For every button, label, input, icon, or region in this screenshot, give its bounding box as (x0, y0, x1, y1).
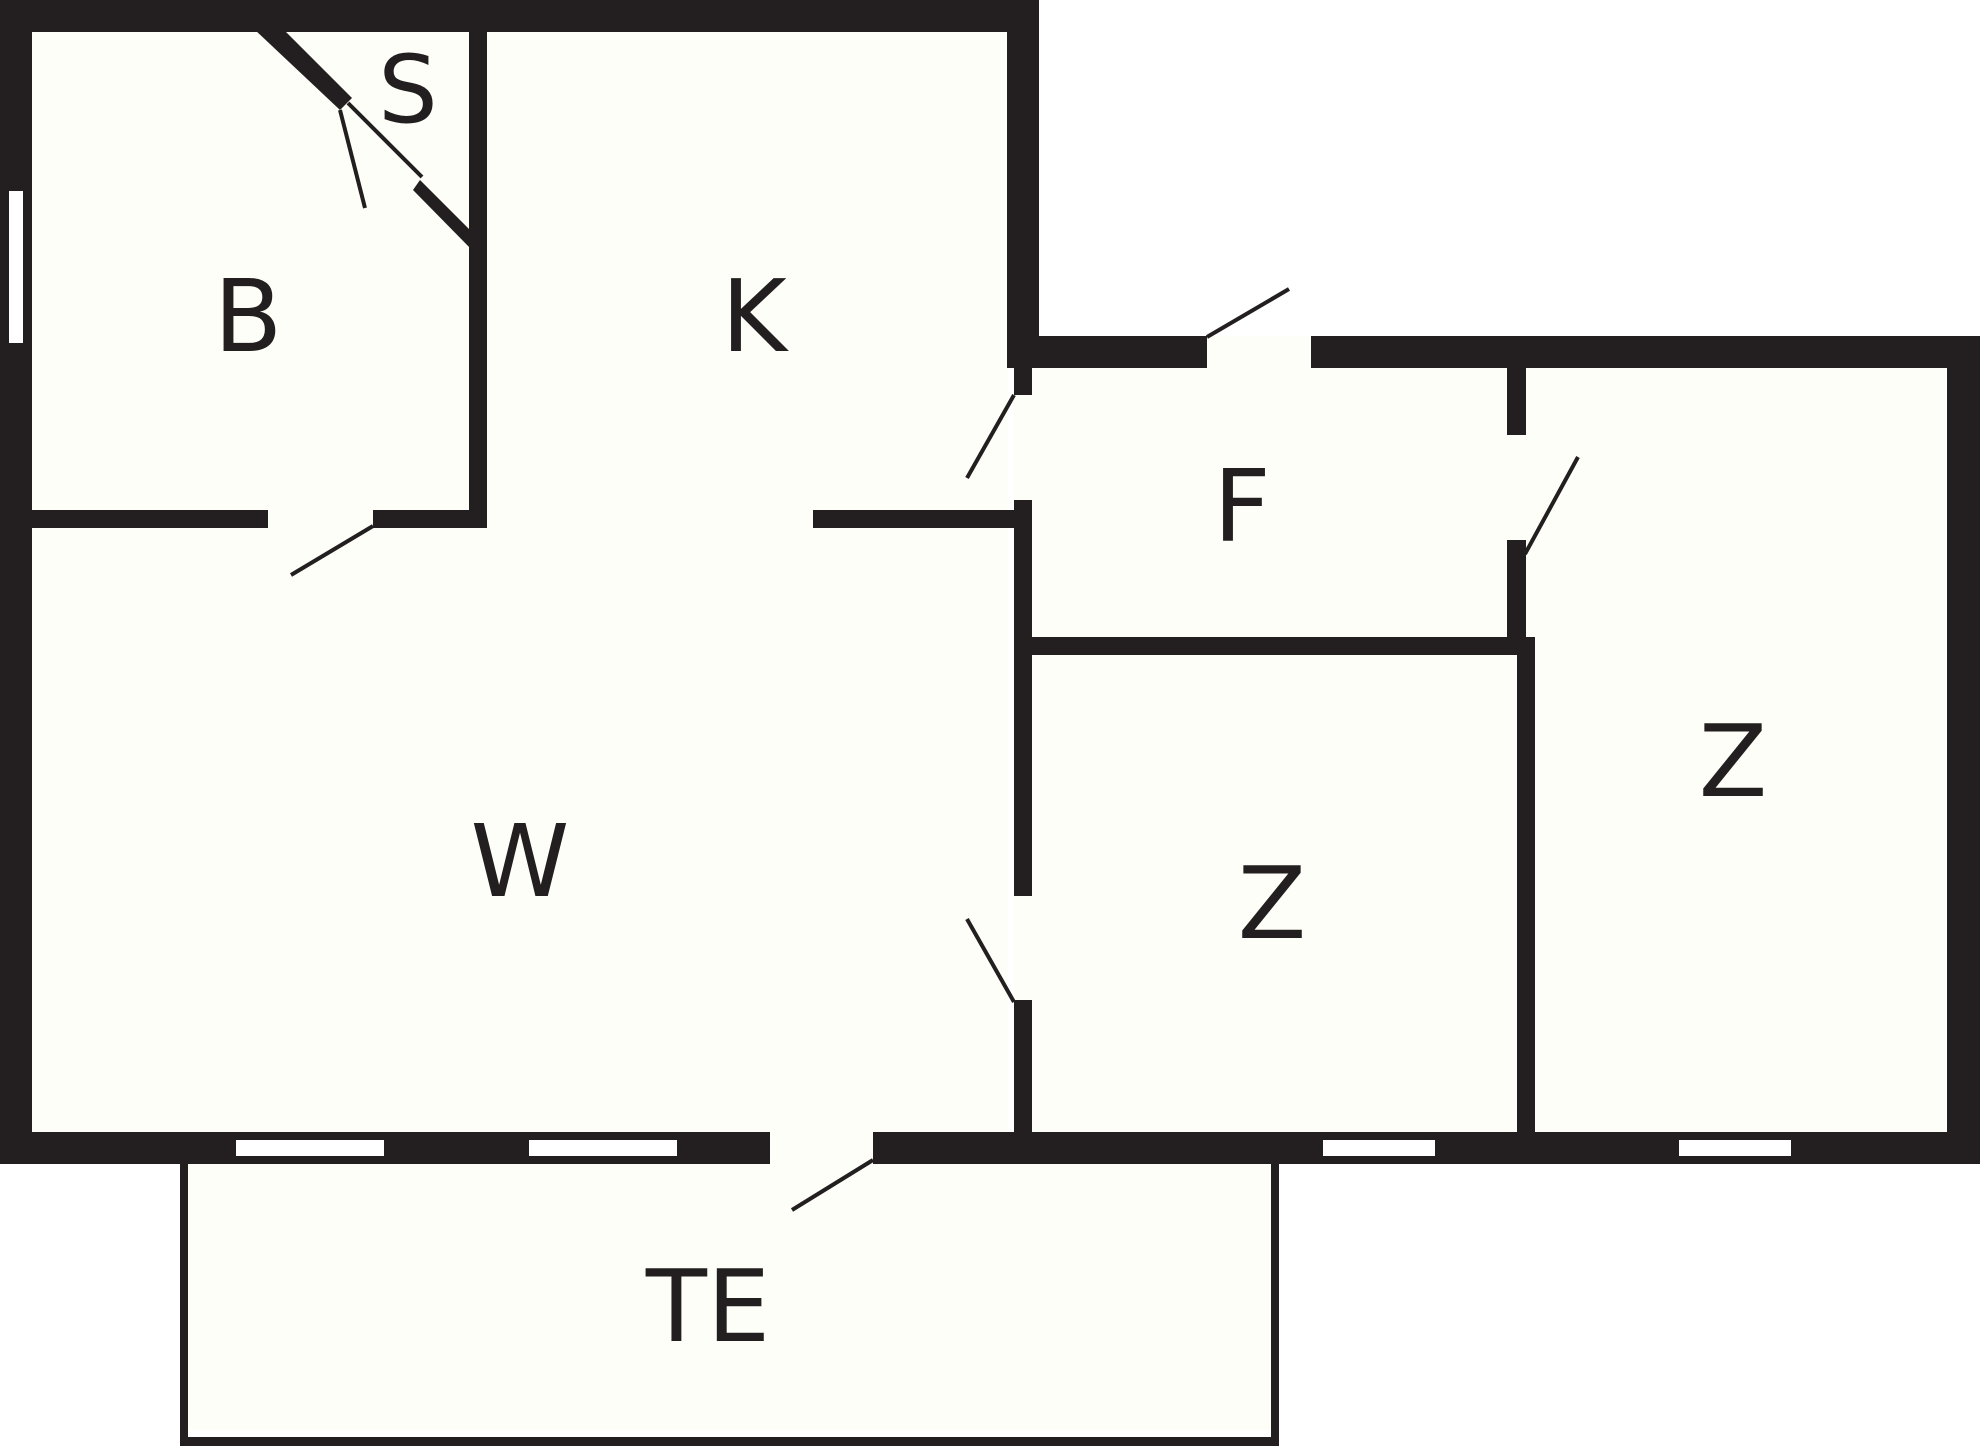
bedroom-middle-door-opening (1014, 896, 1032, 1000)
room-label-hallway: F (1213, 448, 1271, 565)
room-label-kitchen: K (721, 258, 789, 375)
wall-hall-left-a (1014, 367, 1032, 395)
storage-wall-a (253, 28, 352, 110)
wall-hall-left-b (1014, 500, 1032, 896)
window-living-a (236, 1140, 384, 1156)
kitchen-door-opening (1014, 395, 1032, 500)
wall-hall-left-c (1014, 1000, 1032, 1132)
inner-walls (32, 32, 1535, 1446)
room-label-storage: S (378, 36, 438, 145)
window-bedroom-middle (1323, 1140, 1435, 1156)
wall-bedroom-right-b (1507, 540, 1526, 637)
wall-terrace-right (1271, 1162, 1279, 1446)
wall-top-east-b (1311, 336, 1980, 368)
storage-door-leaf (338, 109, 367, 209)
wall-bedroom-right-a (1507, 367, 1526, 435)
floor-main (32, 32, 1008, 1132)
wall-bath-bottom-a (32, 510, 268, 528)
wall-hall-bottom (1014, 637, 1535, 655)
wall-top-left (0, 0, 1038, 32)
storage-wall-b (413, 180, 472, 250)
wall-terrace-bottom (180, 1437, 1279, 1446)
window-living-b (529, 1140, 677, 1156)
bath-door-opening (268, 510, 373, 528)
wall-kitchen-bottom (813, 510, 1023, 528)
room-label-terrace: TE (645, 1248, 770, 1365)
floor-east (1032, 367, 1947, 1132)
wall-bath-right (469, 32, 487, 528)
floor-terrace (186, 1160, 1273, 1430)
wall-terrace-left (180, 1162, 188, 1446)
window-bath (9, 191, 23, 343)
windows (9, 191, 1791, 1156)
room-label-bath: B (214, 258, 283, 375)
wall-kitchen-right (1007, 0, 1039, 367)
bedroom-middle-door-leaf (965, 918, 1016, 1003)
terrace-door-opening (770, 1132, 873, 1164)
floor-areas (32, 32, 1947, 1430)
window-bedroom-right (1679, 1140, 1791, 1156)
storage-door-opening (346, 101, 424, 179)
wall-bedrooms-divider (1517, 637, 1535, 1132)
bath-door-leaf (289, 524, 375, 577)
doors (268, 287, 1580, 1212)
outer-walls (0, 0, 1980, 1164)
terrace-door-leaf (790, 1158, 875, 1212)
kitchen-door-leaf (965, 394, 1016, 479)
entrance-door-opening (1207, 336, 1311, 368)
bedroom-right-door-leaf (1523, 456, 1580, 555)
room-label-bedroom-right: Z (1699, 703, 1768, 820)
wall-top-east-a (1007, 336, 1207, 368)
room-label-bedroom-middle: Z (1238, 845, 1307, 962)
wall-right (1947, 336, 1980, 1164)
entrance-door-leaf (1205, 287, 1291, 339)
wall-bath-bottom-b (373, 510, 487, 528)
room-labels: B S K F W Z Z TE (214, 36, 1768, 1365)
storage-partition (253, 28, 472, 250)
room-label-living: W (471, 803, 570, 920)
wall-left (0, 0, 32, 1164)
